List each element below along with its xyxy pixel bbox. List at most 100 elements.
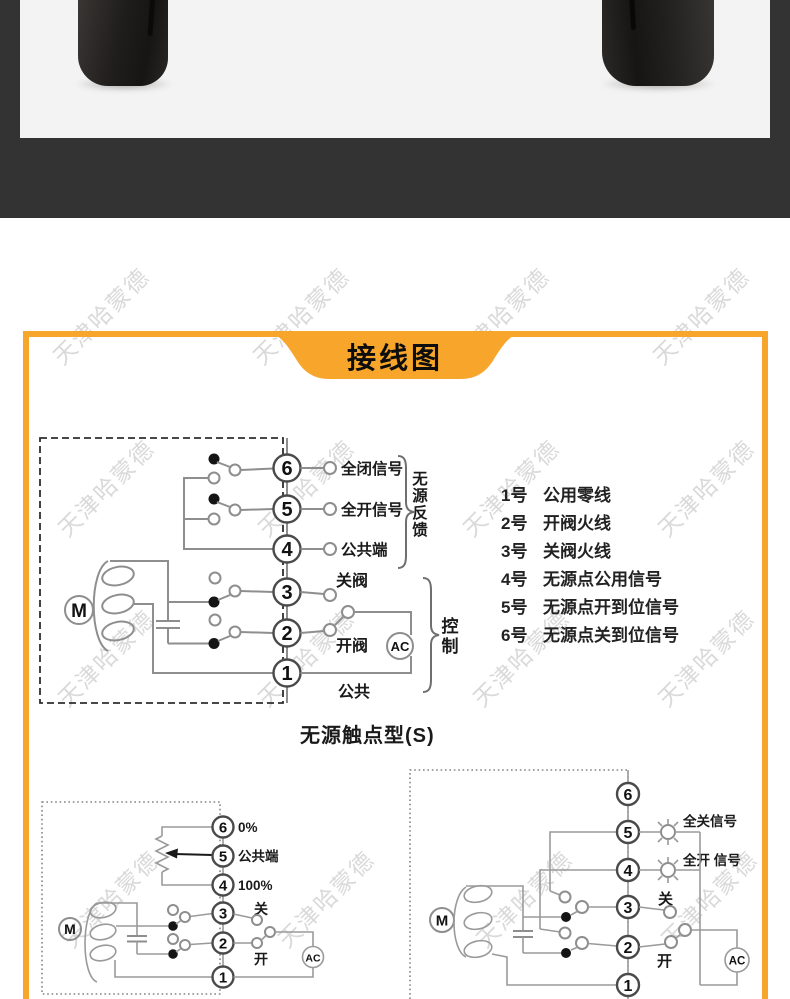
internal-wiring [110, 477, 274, 674]
terminal-desc: 无源点关到位信号 [543, 625, 679, 645]
terminal-3: 3 [211, 901, 235, 925]
feedback-group-char: 反 [412, 504, 428, 522]
motor-label: M [436, 913, 449, 930]
motor-symbol: M [64, 560, 135, 652]
terminal-2: 2 [272, 618, 302, 648]
label-close: 关 [254, 901, 268, 917]
section-banner: 接线图 [260, 331, 530, 379]
label-fully-closed-signal: 全闭信号 [340, 459, 403, 478]
terminal-number: 2 [624, 940, 633, 957]
terminal-number: 6号 [501, 625, 528, 645]
limit-switches [207, 453, 274, 649]
actuator-part-photo-left [78, 0, 168, 86]
terminal-1: 1 [615, 972, 641, 998]
label-close-valve: 关阀 [336, 571, 368, 590]
banner-shape [260, 331, 530, 379]
terminal-5: 5 [615, 819, 641, 845]
label-common-terminal: 公共端 [238, 848, 279, 864]
list-item: 6号无源点关到位信号 [501, 619, 679, 647]
terminal-desc: 无源点公用信号 [543, 569, 662, 589]
terminal-1: 1 [211, 965, 235, 989]
terminal-2: 2 [211, 931, 235, 955]
feedback-side: 全闭信号 全开信号 公共端 无 源 反 馈 [300, 455, 428, 569]
terminal-5: 5 [211, 844, 235, 868]
terminal-1: 1 [272, 658, 302, 688]
terminal-6: 6 [272, 453, 302, 483]
motor-label: M [71, 601, 87, 622]
capacitor-symbol [127, 935, 147, 943]
label-close: 关 [658, 890, 673, 908]
terminal-number: 2 [219, 936, 227, 953]
terminal-number: 1 [624, 978, 633, 995]
list-item: 5号无源点开到位信号 [501, 591, 679, 619]
control-side: 关阀 AC 开阀 公共 控 制 [300, 571, 459, 701]
feedback-group-char: 源 [412, 486, 428, 505]
terminal-number: 3 [219, 906, 227, 923]
terminal-number: 1 [219, 970, 227, 987]
terminal-1-number: 1 [281, 663, 292, 685]
ac-source-label: AC [729, 956, 746, 968]
terminal-2-number: 2 [281, 623, 292, 645]
label-open: 开 [254, 951, 268, 967]
enclosure-dotted-box [409, 769, 629, 999]
terminal-number: 5 [624, 825, 633, 842]
terminal-4-number: 4 [281, 539, 293, 561]
internal-wiring [466, 831, 617, 986]
main-wiring-diagram: M [39, 437, 459, 704]
motor-label: M [64, 921, 76, 937]
diagram-caption: 无源触点型(S) [300, 725, 435, 747]
actuator-part-photo-right [602, 0, 714, 86]
capacitor-symbol [156, 620, 180, 629]
list-item: 4号无源点公用信号 [501, 563, 679, 591]
label-common: 公共 [338, 683, 370, 701]
terminal-number: 5 [219, 849, 227, 866]
terminal-number: 4 [219, 878, 228, 895]
label-100-percent: 100% [238, 878, 273, 893]
terminal-6-number: 6 [281, 458, 292, 480]
label-common-terminal: 公共端 [341, 540, 388, 559]
actuator-enclosure-dashed-box [39, 437, 284, 704]
feedback-group-char: 无 [411, 470, 428, 488]
list-item: 3号关阀火线 [501, 535, 679, 563]
product-photo-panel [20, 0, 770, 138]
label-fully-open-signal: 全开 信号 [682, 852, 741, 868]
label-open: 开 [657, 953, 672, 970]
terminal-desc: 公用零线 [543, 485, 611, 505]
terminal-desc: 开阀火线 [543, 513, 611, 533]
section-title: 接线图 [347, 342, 443, 375]
label-fully-closed-signal: 全关信号 [682, 813, 737, 829]
control-group-char: 制 [442, 636, 459, 656]
terminal-5-number: 5 [281, 499, 292, 521]
list-item: 1号公用零线 [501, 479, 679, 507]
enclosure-dotted-box [41, 801, 221, 995]
terminal-number: 1号 [501, 485, 528, 505]
potentiometer-wiring-diagram: M [41, 801, 325, 995]
active-signal-wiring-diagram: M [409, 769, 750, 999]
limit-switches [558, 890, 618, 958]
terminal-number: 3号 [501, 541, 528, 561]
internal-wiring [97, 902, 213, 978]
terminal-3-number: 3 [281, 582, 292, 604]
external-control: 关 开 AC [638, 890, 750, 986]
terminal-description-list: 1号公用零线 2号开阀火线 3号关阀火线 4号无源点公用信号 5号无源点开到位信… [501, 479, 679, 647]
label-fully-open-signal: 全开信号 [340, 500, 403, 519]
ac-source-label: AC [391, 639, 410, 654]
limit-switches [167, 904, 213, 959]
terminal-number: 4 [624, 863, 633, 880]
feedback-group-char: 馈 [412, 520, 428, 539]
list-item: 2号开阀火线 [501, 507, 679, 535]
terminal-number: 6 [624, 787, 633, 804]
capacitor-symbol [513, 930, 533, 938]
terminal-4: 4 [615, 857, 641, 883]
signal-lamps: 全关信号 全开 信号 [639, 813, 741, 985]
terminal-number: 2号 [501, 513, 528, 533]
terminal-6: 6 [211, 815, 235, 839]
terminal-3: 3 [272, 577, 302, 607]
terminal-5: 5 [272, 494, 302, 524]
terminal-4: 4 [211, 873, 235, 897]
terminal-number: 6 [219, 820, 227, 837]
terminal-3: 3 [615, 894, 641, 920]
terminal-number: 3 [624, 900, 633, 917]
label-0-percent: 0% [238, 820, 258, 835]
